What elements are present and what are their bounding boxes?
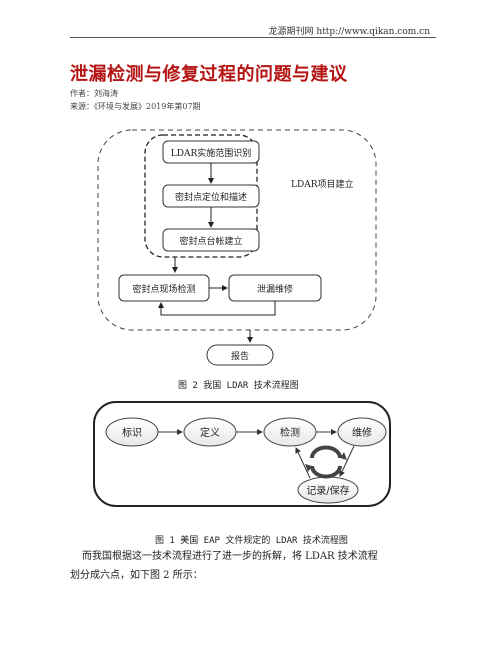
step-ledger-box	[162, 228, 260, 252]
step-locate-label: 密封点定位和描述	[175, 191, 247, 203]
figure-2-flowchart: LDAR实施范围识别 密封点定位和描述 密封点台帐建立 LDAR项目建立 密封点…	[97, 129, 377, 366]
node-detect-label: 检测	[280, 426, 300, 439]
article-title: 泄漏检测与修复过程的问题与建议	[70, 64, 348, 85]
group-label: LDAR项目建立	[291, 178, 353, 190]
step-scope-label: LDAR实施范围识别	[171, 147, 251, 159]
arrow-repair-record	[339, 445, 355, 477]
step-repair-label: 泄漏维修	[257, 283, 293, 295]
cycle-icon	[305, 445, 347, 479]
site-header: 龙源期刊网 http://www.qikan.com.cn	[268, 27, 430, 37]
step-detect-label: 密封点现场检测	[132, 283, 195, 295]
feedback-arrow	[158, 301, 276, 316]
header-divider	[70, 37, 436, 38]
arrow-record-detect	[295, 447, 311, 479]
outer-dashed-boundary	[97, 129, 377, 331]
node-repair-label: 维修	[352, 426, 372, 439]
figure-1-caption: 图 1 美国 EAP 文件规定的 LDAR 技术流程图	[155, 536, 348, 546]
node-identify-label: 标识	[122, 427, 142, 439]
node-define-label: 定义	[200, 426, 220, 439]
body-paragraph-line-2: 划分成六点，如下图 2 所示：	[70, 570, 203, 581]
figure-2-caption: 图 2 我国 LDAR 技术流程图	[178, 381, 299, 391]
article-author: 作者：刘海涛	[70, 89, 118, 98]
body-paragraph-line-1: 而我国根据这一技术流程进行了进一步的拆解，将 LDAR 技术流程	[82, 551, 378, 562]
node-repair	[337, 417, 387, 447]
step-ledger-label: 密封点台帐建立	[179, 235, 242, 247]
step-report-box	[206, 344, 274, 366]
node-record-label: 记录/保存	[306, 484, 349, 497]
step-report-label: 报告	[231, 350, 249, 362]
article-source: 来源：《环境与发展》2019年第07期	[70, 102, 201, 111]
figure-1-flowchart: 标识 定义 检测 维修 记录/保存	[93, 401, 391, 507]
